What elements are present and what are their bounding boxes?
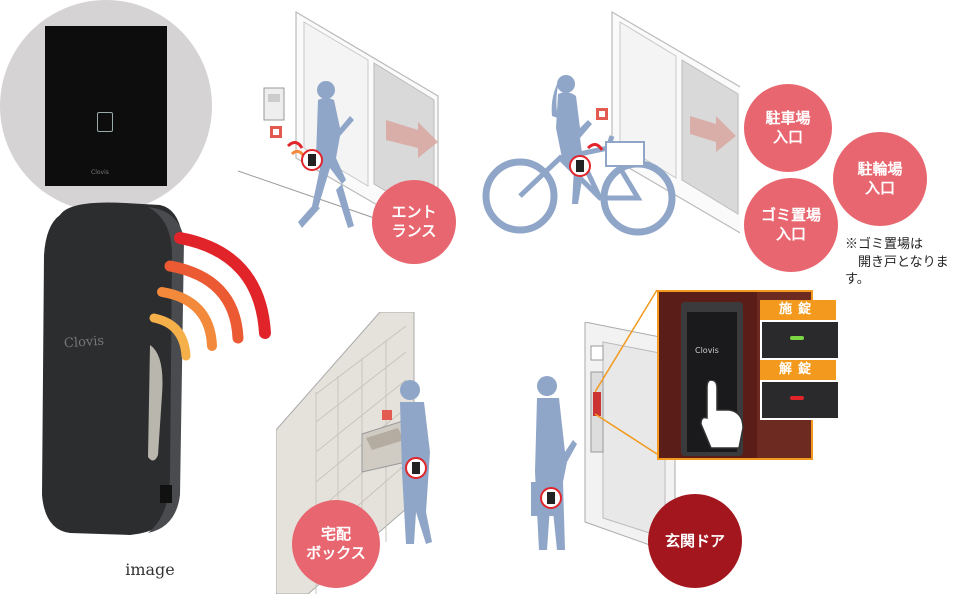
bicycle-scene: [482, 10, 740, 236]
device-reader: [42, 202, 184, 535]
pointing-hand-icon: [700, 380, 744, 449]
detail-brand: Clovis: [695, 346, 719, 355]
parking-entrance-label: 駐車場 入口: [744, 84, 832, 172]
unlock-indicator: [760, 380, 840, 420]
image-caption: image: [125, 560, 175, 579]
delivery-box-label: 宅配 ボックス: [292, 500, 380, 588]
device-front-panel: Clovis: [45, 26, 167, 186]
lock-label: 施錠: [760, 300, 836, 320]
garbage-note: ※ゴミ置場は 開き戸となります。: [845, 237, 949, 288]
small-device-brand: Clovis: [91, 169, 109, 176]
lock-indicator: [760, 320, 840, 360]
callout-lines: [595, 289, 658, 455]
entrance-label: エント ランス: [372, 180, 456, 264]
signal-waves-icon: [149, 232, 271, 361]
entrance-scene: [238, 10, 439, 240]
garbage-area-label: ゴミ置場 入口: [744, 178, 838, 272]
device-brand: Clovis: [63, 333, 105, 352]
front-door-label: 玄関ドア: [648, 494, 742, 588]
bicycle-parking-label: 駐輪場 入口: [833, 132, 927, 226]
nfc-phone-icon: [97, 112, 113, 132]
unlock-label: 解錠: [760, 360, 836, 380]
